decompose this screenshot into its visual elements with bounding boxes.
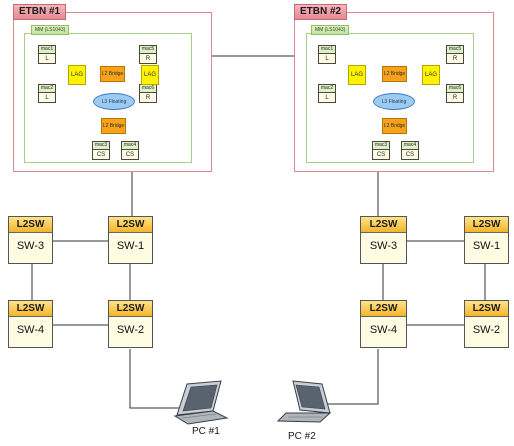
- etbn-2-title: ETBN #2: [294, 4, 348, 20]
- etbn-1-title: ETBN #1: [13, 4, 67, 20]
- pc-2-laptop-icon: [276, 380, 332, 423]
- etbn-2-mm-label: MM (LS1043): [311, 25, 350, 35]
- etbn-1-lag-right: LAG: [141, 65, 159, 85]
- etbn-1-l3-floating: L3 Floating: [93, 93, 135, 110]
- etbn-2-lag-right: LAG: [422, 65, 440, 85]
- etbn-1-l2-bridge-top: L2 Bridge: [100, 66, 125, 82]
- etbn-1-l2-bridge-bottom: L2 Bridge: [101, 118, 126, 134]
- etbn-2-l2-bridge-bottom: L2 Bridge: [382, 118, 407, 134]
- pc-2-label: PC #2: [288, 431, 316, 442]
- etbn-2-lag-left: LAG: [348, 65, 366, 85]
- etbn-2-l3-floating: L3 Floating: [373, 93, 415, 110]
- pc-1-laptop-icon: [173, 380, 229, 425]
- etbn-2-l2-bridge-top: L2 Bridge: [382, 66, 407, 82]
- pc-1-label: PC #1: [192, 426, 220, 437]
- etbn-1-lag-left: LAG: [68, 65, 86, 85]
- etbn-1-mm-label: MM (LS1043): [31, 25, 70, 35]
